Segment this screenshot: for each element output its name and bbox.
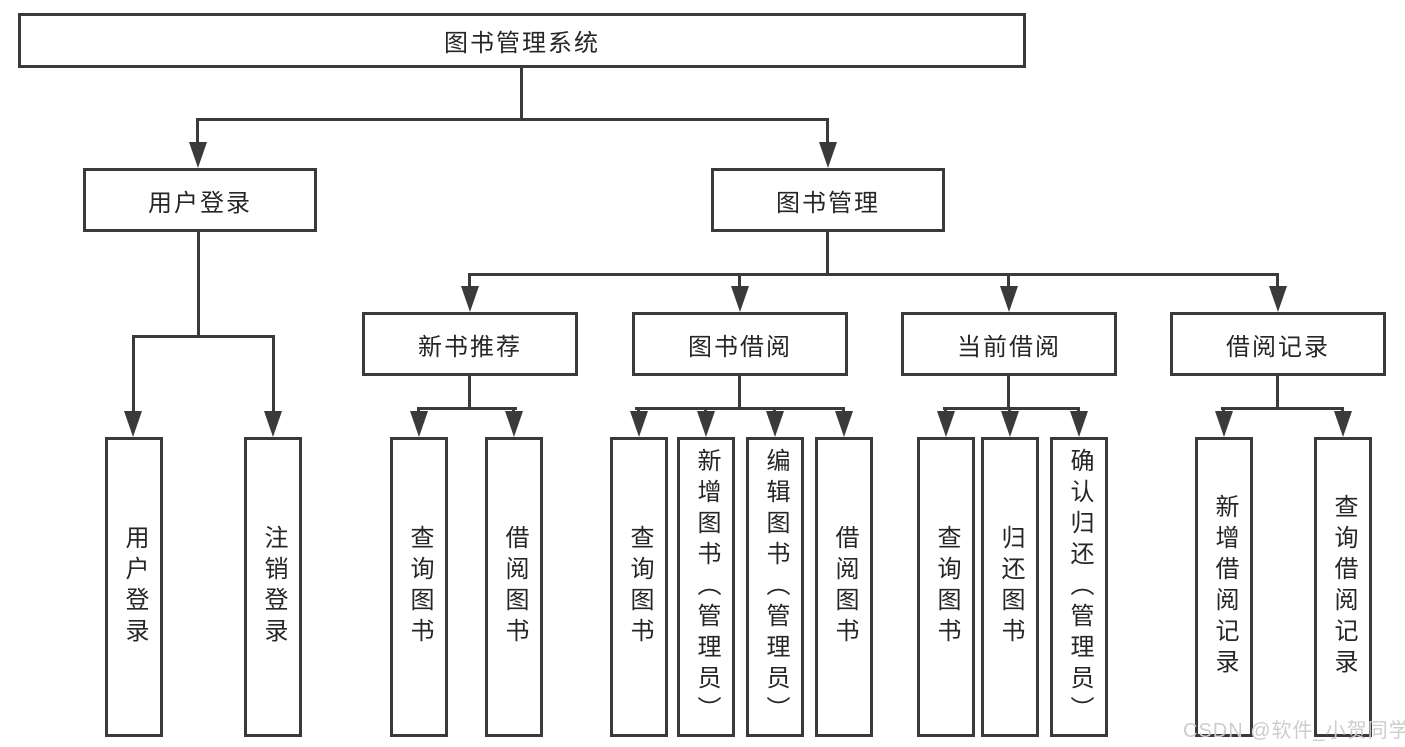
node-new-book-rec: 新书推荐 bbox=[362, 312, 578, 376]
node-label: 用户登录 bbox=[121, 525, 148, 649]
connector-level1-rail bbox=[197, 118, 829, 121]
node-label: 新书推荐 bbox=[418, 333, 522, 361]
node-book-mgmt: 图书管理 bbox=[711, 168, 945, 232]
leaf-return-books: 归还图书 bbox=[981, 437, 1039, 737]
node-label: 查询图书 bbox=[406, 525, 433, 649]
leaf-borrow-books: 借阅图书 bbox=[815, 437, 873, 737]
node-label: 借阅图书 bbox=[831, 525, 858, 649]
leaf-query-books-current: 查询图书 bbox=[917, 437, 975, 737]
node-root: 图书管理系统 bbox=[18, 13, 1026, 68]
leaf-logout-login: 注销登录 bbox=[244, 437, 302, 737]
arrowhead-down-icon bbox=[1269, 286, 1287, 312]
arrowhead-down-icon bbox=[189, 142, 207, 168]
leaf-query-borrow-record: 查询借阅记录 bbox=[1314, 437, 1372, 737]
node-borrow-records: 借阅记录 bbox=[1170, 312, 1386, 376]
leaf-query-books-borrow: 查询图书 bbox=[610, 437, 668, 737]
node-book-borrow: 图书借阅 bbox=[632, 312, 848, 376]
arrowhead-down-icon bbox=[1000, 286, 1018, 312]
connector-borrow-records-rail bbox=[1221, 407, 1344, 410]
connector-stem bbox=[132, 335, 135, 415]
connector-stem bbox=[738, 273, 741, 290]
arrowhead-down-icon bbox=[1334, 411, 1352, 437]
connector-stem bbox=[272, 335, 275, 415]
connector-stem bbox=[468, 273, 471, 290]
arrowhead-down-icon bbox=[410, 411, 428, 437]
leaf-query-books-rec: 查询图书 bbox=[390, 437, 448, 737]
node-label: 注销登录 bbox=[260, 525, 287, 649]
node-label: 用户登录 bbox=[148, 189, 252, 217]
arrowhead-down-icon bbox=[461, 286, 479, 312]
node-label: 归还图书 bbox=[997, 525, 1024, 649]
node-label: 查询图书 bbox=[626, 525, 653, 649]
arrowhead-down-icon bbox=[264, 411, 282, 437]
node-label: 借阅图书 bbox=[501, 525, 528, 649]
node-label: 新增图书（管理员） bbox=[693, 447, 720, 727]
connector-book-mgmt-stem bbox=[826, 232, 829, 273]
node-label: 图书管理 bbox=[776, 189, 880, 217]
connector-stem bbox=[826, 118, 829, 145]
node-current-borrow: 当前借阅 bbox=[901, 312, 1117, 376]
leaf-edit-books-admin: 编辑图书（管理员） bbox=[746, 437, 804, 737]
connector-borrow-records-stem bbox=[1276, 376, 1279, 407]
connector-current-borrow-stem bbox=[1007, 376, 1010, 407]
arrowhead-down-icon bbox=[835, 411, 853, 437]
node-label: 图书借阅 bbox=[688, 333, 792, 361]
connector-book-borrow-stem bbox=[738, 376, 741, 407]
arrowhead-down-icon bbox=[819, 142, 837, 168]
arrowhead-down-icon bbox=[1070, 411, 1088, 437]
node-user-login: 用户登录 bbox=[83, 168, 317, 232]
arrowhead-down-icon bbox=[731, 286, 749, 312]
arrowhead-down-icon bbox=[124, 411, 142, 437]
connector-stem bbox=[1007, 273, 1010, 290]
leaf-add-books-admin: 新增图书（管理员） bbox=[677, 437, 735, 737]
connector-user-login-rail bbox=[132, 335, 275, 338]
connector-new-book-rec-rail bbox=[417, 407, 517, 410]
connector-root-stem bbox=[520, 68, 523, 118]
node-label: 查询借阅记录 bbox=[1330, 494, 1357, 680]
connector-level3-rail bbox=[468, 273, 1279, 276]
node-label: 图书管理系统 bbox=[444, 30, 600, 57]
node-label: 当前借阅 bbox=[957, 333, 1061, 361]
arrowhead-down-icon bbox=[630, 411, 648, 437]
connector-stem bbox=[1276, 273, 1279, 290]
watermark-text: CSDN @软件_小贺同学 bbox=[1183, 720, 1405, 742]
node-label: 查询图书 bbox=[933, 525, 960, 649]
arrowhead-down-icon bbox=[1215, 411, 1233, 437]
leaf-user-login: 用户登录 bbox=[105, 437, 163, 737]
node-label: 编辑图书（管理员） bbox=[762, 447, 789, 727]
arrowhead-down-icon bbox=[505, 411, 523, 437]
arrowhead-down-icon bbox=[937, 411, 955, 437]
connector-user-login-stem bbox=[197, 232, 200, 335]
node-label: 借阅记录 bbox=[1226, 333, 1330, 361]
node-label: 确认归还（管理员） bbox=[1066, 447, 1093, 727]
leaf-add-borrow-record: 新增借阅记录 bbox=[1195, 437, 1253, 737]
connector-current-borrow-rail bbox=[943, 407, 1080, 410]
leaf-confirm-return-admin: 确认归还（管理员） bbox=[1050, 437, 1108, 737]
connector-stem bbox=[196, 118, 199, 145]
arrowhead-down-icon bbox=[766, 411, 784, 437]
arrowhead-down-icon bbox=[1001, 411, 1019, 437]
connector-book-borrow-rail bbox=[635, 407, 845, 410]
connector-new-book-rec-stem bbox=[468, 376, 471, 407]
leaf-borrow-books-rec: 借阅图书 bbox=[485, 437, 543, 737]
arrowhead-down-icon bbox=[697, 411, 715, 437]
node-label: 新增借阅记录 bbox=[1211, 494, 1238, 680]
